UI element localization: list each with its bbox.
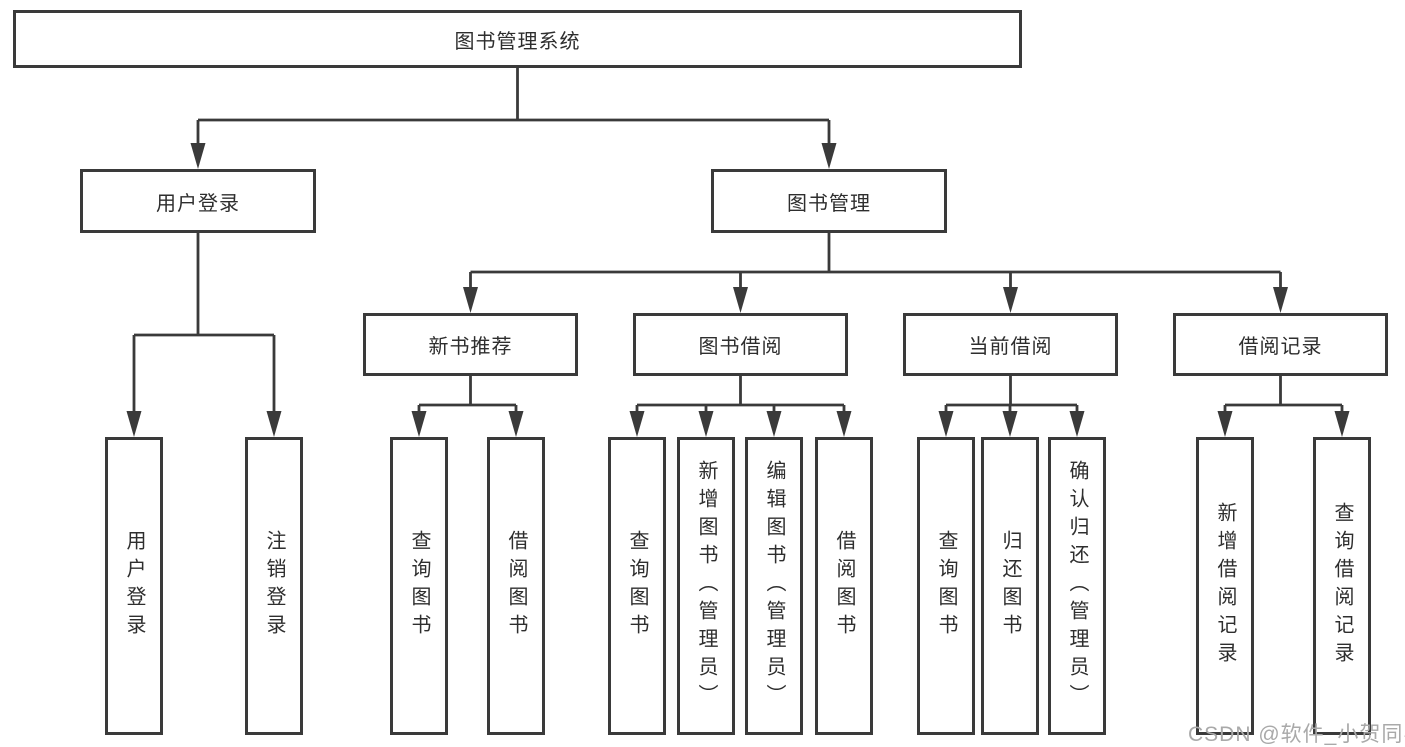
leaf-borrow-books-recommend: 借阅图书 — [487, 437, 545, 735]
watermark: CSDN @软件_小贺同学 — [1188, 723, 1405, 746]
leaf-user-login: 用户登录 — [105, 437, 163, 735]
leaf-return-books: 归还图书 — [981, 437, 1039, 735]
leaf-add-borrow-record-label: 新增借阅记录 — [1214, 502, 1236, 670]
leaf-query-books-borrowing-label: 查询图书 — [626, 530, 648, 642]
leaf-add-borrow-record: 新增借阅记录 — [1196, 437, 1254, 735]
leaf-query-borrow-record: 查询借阅记录 — [1313, 437, 1371, 735]
leaf-logout: 注销登录 — [245, 437, 303, 735]
leaf-confirm-return-admin-label: 确认归还（管理员） — [1066, 460, 1088, 712]
node-borrowing-records: 借阅记录 — [1173, 313, 1388, 376]
leaf-logout-label: 注销登录 — [263, 530, 285, 642]
node-root: 图书管理系统 — [13, 10, 1022, 68]
node-new-book-recommend: 新书推荐 — [363, 313, 578, 376]
leaf-query-books-current-label: 查询图书 — [935, 530, 957, 642]
node-new-book-recommend-label: 新书推荐 — [428, 336, 513, 358]
node-user-login-branch-label: 用户登录 — [156, 192, 240, 215]
leaf-borrow-books-recommend-label: 借阅图书 — [505, 530, 527, 642]
leaf-confirm-return-admin: 确认归还（管理员） — [1048, 437, 1106, 735]
leaf-add-book-admin: 新增图书（管理员） — [677, 437, 735, 735]
leaf-edit-book-admin: 编辑图书（管理员） — [745, 437, 803, 735]
leaf-edit-book-admin-label: 编辑图书（管理员） — [763, 460, 785, 712]
node-borrowing-records-label: 借阅记录 — [1238, 336, 1323, 358]
leaf-query-books-borrowing: 查询图书 — [608, 437, 666, 735]
node-book-borrowing-label: 图书借阅 — [698, 336, 783, 358]
node-book-management-label: 图书管理 — [787, 192, 871, 215]
node-root-label: 图书管理系统 — [454, 30, 581, 53]
node-current-borrowing-label: 当前借阅 — [968, 336, 1053, 358]
leaf-return-books-label: 归还图书 — [999, 530, 1021, 642]
node-book-borrowing: 图书借阅 — [633, 313, 848, 376]
node-book-management: 图书管理 — [711, 169, 947, 233]
leaf-add-book-admin-label: 新增图书（管理员） — [695, 460, 717, 712]
leaf-borrow-books-borrowing: 借阅图书 — [815, 437, 873, 735]
leaf-query-books-current: 查询图书 — [917, 437, 975, 735]
leaf-user-login-label: 用户登录 — [123, 530, 145, 642]
leaf-query-borrow-record-label: 查询借阅记录 — [1331, 502, 1353, 670]
node-user-login-branch: 用户登录 — [80, 169, 316, 233]
leaf-query-books-recommend-label: 查询图书 — [408, 530, 430, 642]
node-current-borrowing: 当前借阅 — [903, 313, 1118, 376]
leaf-query-books-recommend: 查询图书 — [390, 437, 448, 735]
leaf-borrow-books-borrowing-label: 借阅图书 — [833, 530, 855, 642]
